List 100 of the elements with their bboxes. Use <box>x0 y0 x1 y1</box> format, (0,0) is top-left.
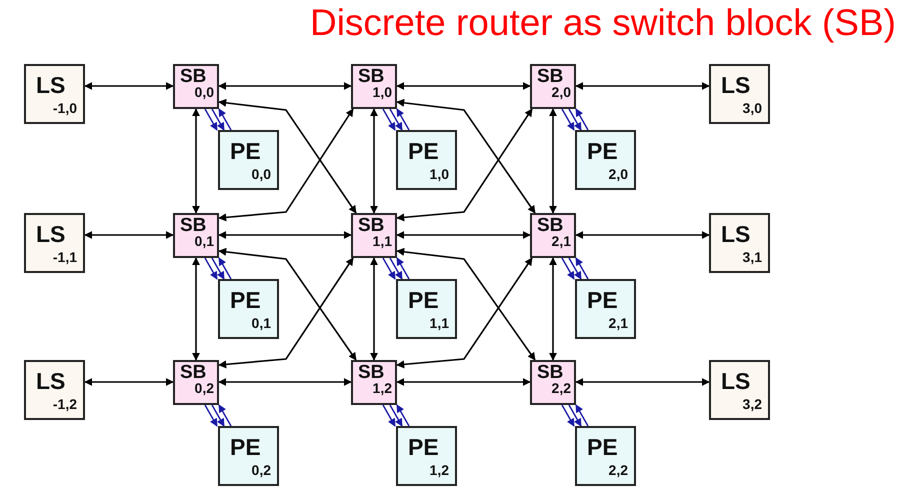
arrow <box>549 108 557 214</box>
node-label: PE <box>408 436 439 459</box>
arrow <box>396 257 533 368</box>
arrow <box>396 248 536 361</box>
arrow <box>370 108 378 214</box>
node-coordinate: 0,0 <box>194 85 214 99</box>
node-label: PE <box>408 140 439 163</box>
arrow <box>218 98 357 214</box>
arrow <box>204 258 218 280</box>
processing-element-box <box>575 426 636 486</box>
arrow <box>575 231 710 239</box>
arrow <box>549 257 557 361</box>
node-label: LS <box>36 370 66 393</box>
ls-box <box>24 213 85 273</box>
arrow <box>218 231 352 239</box>
arrow <box>382 258 396 280</box>
processing-element-box <box>396 279 457 339</box>
arrow <box>211 404 225 427</box>
arrow <box>575 378 710 386</box>
node-label: SB <box>180 216 206 235</box>
node-label: SB <box>537 216 564 235</box>
arrow <box>211 258 225 280</box>
switch-block-box <box>530 360 576 405</box>
diagram-title: Discrete router as switch block (SB) <box>310 2 896 44</box>
node-label: PE <box>587 289 618 312</box>
node-coordinate: 2,1 <box>552 234 571 248</box>
arrow <box>382 108 396 131</box>
node-coordinate: 1,2 <box>372 381 392 395</box>
processing-element-box <box>218 426 279 486</box>
switch-block-box <box>351 64 397 109</box>
node-coordinate: 1,0 <box>372 85 392 99</box>
switch-block-box <box>173 360 219 405</box>
switch-block-box <box>173 213 219 258</box>
ls-box <box>709 64 770 124</box>
arrow <box>396 98 536 214</box>
switch-block-box <box>530 64 576 109</box>
arrow <box>389 404 403 427</box>
node-label: LS <box>36 223 66 246</box>
arrow <box>396 108 533 222</box>
arrow <box>218 378 352 386</box>
switch-block-box <box>351 213 397 258</box>
switch-block-box <box>173 64 219 109</box>
arrow <box>84 82 174 90</box>
node-label: PE <box>230 140 261 163</box>
node-coordinate: 2,0 <box>608 167 628 181</box>
switch-block-box <box>351 360 397 405</box>
arrow <box>389 108 403 131</box>
arrow <box>396 108 410 130</box>
arrow <box>382 404 396 427</box>
arrow <box>84 378 174 386</box>
arrow <box>396 378 531 386</box>
node-label: SB <box>537 363 564 382</box>
node-coordinate: -1,1 <box>52 250 77 264</box>
ls-box <box>24 360 85 420</box>
node-label: PE <box>230 289 261 312</box>
node-label: SB <box>358 363 384 382</box>
node-label: SB <box>358 216 384 235</box>
arrow <box>218 257 232 280</box>
node-coordinate: 3,2 <box>742 397 762 411</box>
arrow <box>370 257 378 361</box>
node-label: LS <box>721 370 750 393</box>
processing-element-box <box>218 279 279 339</box>
switch-block-box <box>530 213 576 258</box>
arrow <box>211 108 225 131</box>
node-coordinate: 1,1 <box>372 234 392 248</box>
node-coordinate: 0,1 <box>194 234 214 248</box>
node-coordinate: 1,0 <box>430 167 449 181</box>
arrow <box>568 108 582 131</box>
node-coordinate: 0,2 <box>194 381 214 395</box>
arrow <box>218 257 354 368</box>
arrow <box>396 404 410 426</box>
node-coordinate: 1,1 <box>430 316 449 330</box>
ls-box <box>709 360 770 420</box>
arrow <box>192 257 200 361</box>
arrow <box>575 404 589 426</box>
arrow <box>389 258 403 280</box>
node-coordinate: 0,2 <box>252 463 271 477</box>
arrow <box>561 258 575 280</box>
processing-element-box <box>575 130 636 190</box>
arrow <box>575 108 589 130</box>
arrow <box>204 108 218 131</box>
arrow <box>218 108 354 222</box>
node-label: PE <box>230 436 261 459</box>
node-label: LS <box>36 74 66 97</box>
node-label: LS <box>721 223 750 246</box>
arrow <box>575 257 589 280</box>
arrow <box>575 82 710 90</box>
node-label: SB <box>180 67 206 86</box>
arrow <box>561 404 575 427</box>
arrow <box>561 108 575 131</box>
arrow <box>204 404 218 427</box>
node-coordinate: 3,0 <box>742 101 762 115</box>
node-coordinate: -1,0 <box>52 101 77 115</box>
arrow <box>568 258 582 280</box>
processing-element-box <box>396 130 457 190</box>
arrow <box>218 82 352 90</box>
arrow <box>192 108 200 214</box>
node-coordinate: 2,2 <box>552 381 571 395</box>
arrow <box>396 257 410 280</box>
node-label: LS <box>721 74 750 97</box>
